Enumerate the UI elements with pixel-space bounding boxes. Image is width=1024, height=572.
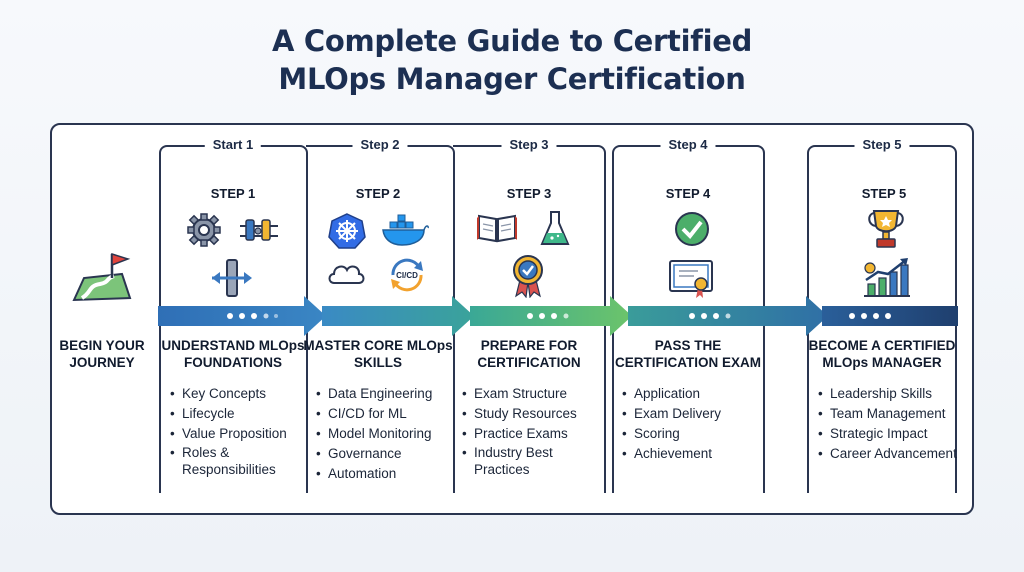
- list-item: Study Resources: [462, 404, 602, 424]
- list-item: Automation: [316, 464, 452, 484]
- list-item: Key Concepts: [170, 384, 302, 404]
- docker-icon: [382, 214, 429, 246]
- list-item: Team Management: [818, 404, 960, 424]
- stage-1-bullets: Key Concepts Lifecycle Value Proposition…: [170, 384, 302, 478]
- begin-journey-title: BEGIN YOUR JOURNEY: [59, 338, 145, 370]
- stage-5-title: BECOME A CERTIFIED MLOps MANAGER: [808, 338, 956, 370]
- gear-icon: [187, 213, 221, 247]
- trophy-icon: [868, 210, 904, 248]
- stage-1-title: UNDERSTAND MLOps FOUNDATIONS: [161, 338, 305, 370]
- list-item: Achievement: [622, 444, 762, 464]
- stage-5-bullets: Leadership Skills Team Management Strate…: [818, 384, 960, 464]
- stage-4-title: PASS THE CERTIFICATION EXAM: [615, 338, 761, 370]
- list-item: Roles & Responsibilities: [170, 444, 287, 478]
- list-item: Exam Structure: [462, 384, 602, 404]
- list-item: Practice Exams: [462, 424, 602, 444]
- stage-3-title: PREPARE FOR CERTIFICATION: [477, 338, 581, 370]
- check-circle-icon: [675, 212, 709, 246]
- list-item: Lifecycle: [170, 404, 302, 424]
- list-item: Leadership Skills: [818, 384, 960, 404]
- stage-5-step-label: STEP 5: [861, 186, 907, 201]
- stage-2-bullets: Data Engineering CI/CD for ML Model Moni…: [316, 384, 452, 484]
- stage-2-step-label: STEP 2: [355, 186, 401, 201]
- certificate-icon: [669, 260, 713, 298]
- stage-1-step-label: STEP 1: [210, 186, 256, 201]
- flask-icon: [540, 211, 570, 245]
- ci-cd-icon-label: CI/CD: [396, 271, 418, 280]
- stage-5-tag: Step 5: [854, 136, 910, 154]
- pipeline-icon: [240, 219, 278, 241]
- stage-3-step-label: STEP 3: [506, 186, 552, 201]
- stage-3-tag: Step 3: [501, 136, 557, 154]
- list-item: Career Advancement: [818, 444, 960, 464]
- stage-2-title: MASTER CORE MLOps SKILLS: [303, 338, 453, 370]
- list-item: Strategic Impact: [818, 424, 960, 444]
- stage-4-step-label: STEP 4: [665, 186, 711, 201]
- book-icon: [477, 214, 517, 243]
- list-item: Governance: [316, 444, 452, 464]
- badge-icon: [513, 255, 543, 298]
- progress-arrow-band: [158, 296, 958, 336]
- stage-4-tag: Step 4: [660, 136, 716, 154]
- list-item: Application: [622, 384, 762, 404]
- stage-3-bullets: Exam Structure Study Resources Practice …: [462, 384, 602, 478]
- ci-cd-icon: CI/CD: [391, 258, 423, 292]
- list-item: CI/CD for ML: [316, 404, 452, 424]
- cloud-icon: [328, 265, 365, 284]
- list-item: Exam Delivery: [622, 404, 762, 424]
- list-item: Model Monitoring: [316, 424, 452, 444]
- page-title: A Complete Guide to Certified MLOps Mana…: [0, 22, 1024, 98]
- map-flag-icon: [72, 252, 132, 302]
- kubernetes-icon: [328, 213, 366, 249]
- stage-2-tag: Step 2: [352, 136, 408, 154]
- list-item: Scoring: [622, 424, 762, 444]
- list-item: Value Proposition: [170, 424, 302, 444]
- stage-4-bullets: Application Exam Delivery Scoring Achiev…: [622, 384, 762, 464]
- title-line-1: A Complete Guide to Certified: [271, 24, 753, 58]
- growth-chart-icon: [864, 258, 910, 297]
- connector-icon: [212, 259, 252, 297]
- list-item: Data Engineering: [316, 384, 452, 404]
- title-line-2: MLOps Manager Certification: [278, 62, 746, 96]
- stage-1-tag: Start 1: [204, 136, 262, 154]
- list-item: Industry Best Practices: [462, 444, 584, 478]
